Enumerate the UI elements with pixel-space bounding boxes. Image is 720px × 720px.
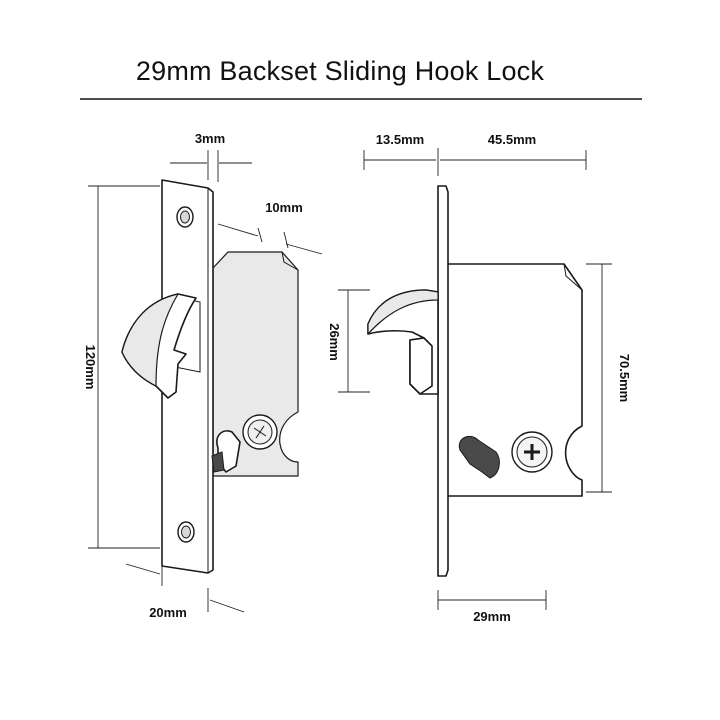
front-lock-body [212, 251, 299, 477]
dimension-lines [88, 148, 612, 613]
side-key-slot [458, 435, 500, 479]
front-view [121, 179, 299, 574]
side-lock-body [445, 263, 583, 497]
side-faceplate [437, 185, 449, 577]
dim-label-body-height: 70.5mm [617, 354, 632, 402]
side-view [367, 185, 583, 577]
dim-label-faceplate-width: 20mm [149, 605, 187, 620]
dim-label-hook-projection: 13.5mm [376, 132, 424, 147]
dim-label-height: 120mm [83, 345, 98, 390]
dim-label-body-depth-offset: 10mm [265, 200, 303, 215]
page-title: 29mm Backset Sliding Hook Lock [135, 56, 545, 86]
dim-label-backset: 29mm [473, 609, 511, 624]
dim-label-hook-height: 26mm [327, 323, 342, 361]
dim-label-body-length: 45.5mm [488, 132, 536, 147]
dim-label-faceplate-thickness: 3mm [195, 131, 225, 146]
